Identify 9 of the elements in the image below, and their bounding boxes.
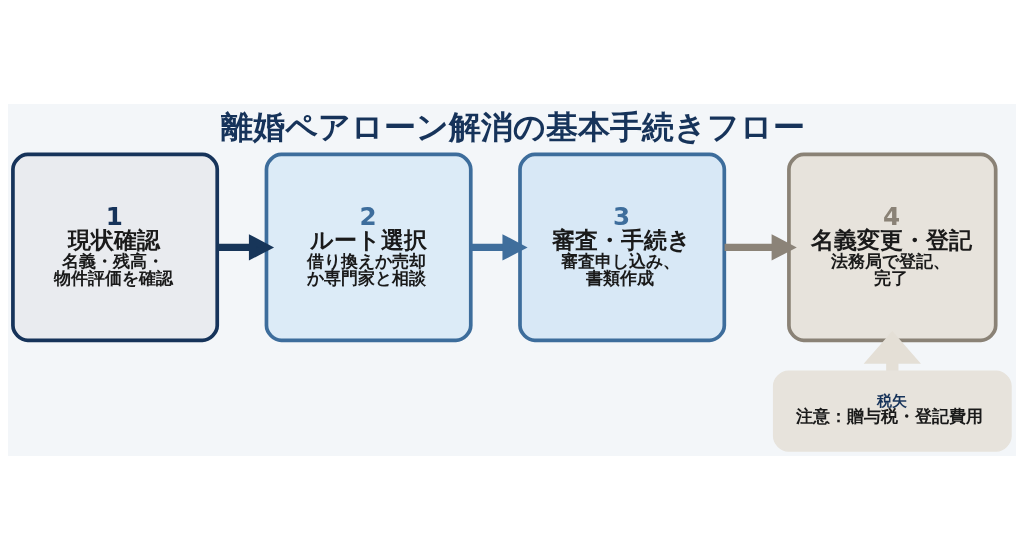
node-box: 2 ルート選択 借り換えか売却か専門家と相談 — [264, 152, 473, 342]
arrow — [217, 233, 275, 261]
node-box: 3 審査・手続き 審査申し込み、書類作成 — [518, 152, 727, 342]
node-box: 税矢 注意：贈与税・登記費用 — [772, 369, 1012, 452]
arrow — [470, 233, 528, 261]
diagram-title: 離婚ペアローン解消の基本手続きフロー — [220, 107, 805, 146]
node-box: 4 名義変更・登記 法務局で登記、完了 — [787, 152, 998, 342]
node-box: 1 現状確認 名義・残高・物件評価を確認 — [11, 152, 220, 342]
arrow — [724, 233, 797, 261]
